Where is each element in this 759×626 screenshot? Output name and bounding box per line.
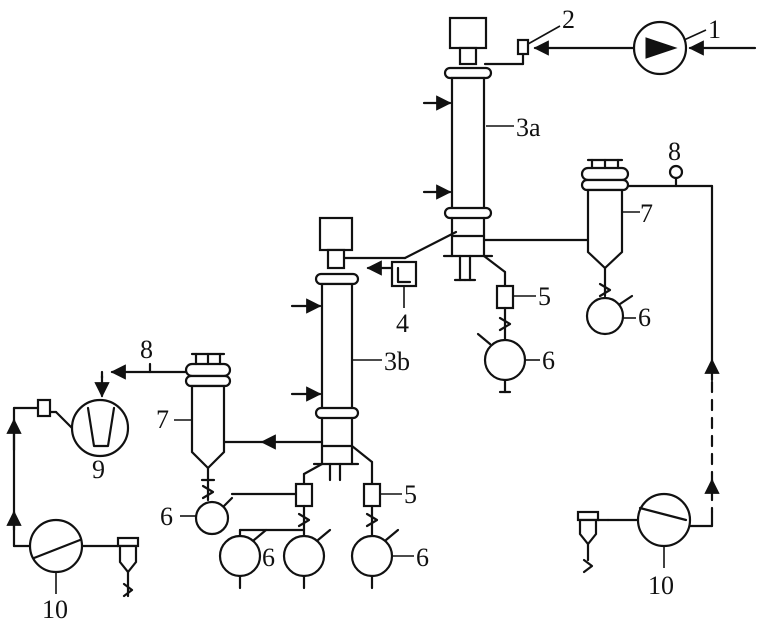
vacuum-line-8-left [94, 362, 188, 398]
label-6a: 6 [542, 346, 555, 375]
label-9: 9 [92, 455, 105, 484]
label-4: 4 [396, 309, 409, 338]
label-6b: 6 [638, 303, 651, 332]
feed-pump-1 [533, 20, 757, 76]
leader-1 [683, 29, 707, 41]
label-8-left: 8 [140, 335, 153, 364]
transfer-line-3a-to-3b [403, 230, 458, 260]
label-6d: 6 [262, 543, 275, 572]
evaporator-3b [312, 216, 360, 482]
valve-left [6, 398, 52, 548]
condensate-trap-4 [366, 260, 418, 288]
vacuum-pump-10-right [576, 492, 692, 574]
label-5-lower: 5 [404, 480, 417, 509]
receiver-tank-6f [194, 496, 234, 536]
label-3b: 3b [384, 347, 410, 376]
vacuum-pump-10-left [28, 518, 140, 598]
flowmeter-middle [230, 482, 314, 538]
label-8-right: 8 [668, 137, 681, 166]
receiver-tank-6a [476, 332, 527, 394]
receiver-tank-6c [350, 528, 400, 590]
flowmeter-5-upper [495, 284, 515, 342]
label-5-upper: 5 [538, 282, 551, 311]
separator-7-left [184, 352, 232, 502]
receiver-tank-6b [585, 294, 634, 336]
valve-2 [483, 38, 530, 66]
label-10-left: 10 [42, 595, 68, 624]
label-6f: 6 [160, 502, 173, 531]
label-2: 2 [562, 5, 575, 34]
leader-2 [527, 25, 561, 45]
label-7-left: 7 [156, 405, 169, 434]
receiver-tank-6e [282, 528, 332, 590]
flowmeter-5-lower [362, 482, 382, 538]
label-10-right: 10 [648, 571, 674, 600]
condenser-receiver-9 [48, 398, 130, 458]
label-1: 1 [708, 15, 721, 44]
label-6c: 6 [416, 543, 429, 572]
vacuum-line-8-right [626, 164, 720, 528]
evaporator-3a [442, 16, 494, 282]
label-7-right: 7 [640, 199, 653, 228]
separator-7-right [580, 158, 630, 298]
label-3a: 3a [516, 113, 541, 142]
receiver-tank-6d [218, 528, 306, 590]
